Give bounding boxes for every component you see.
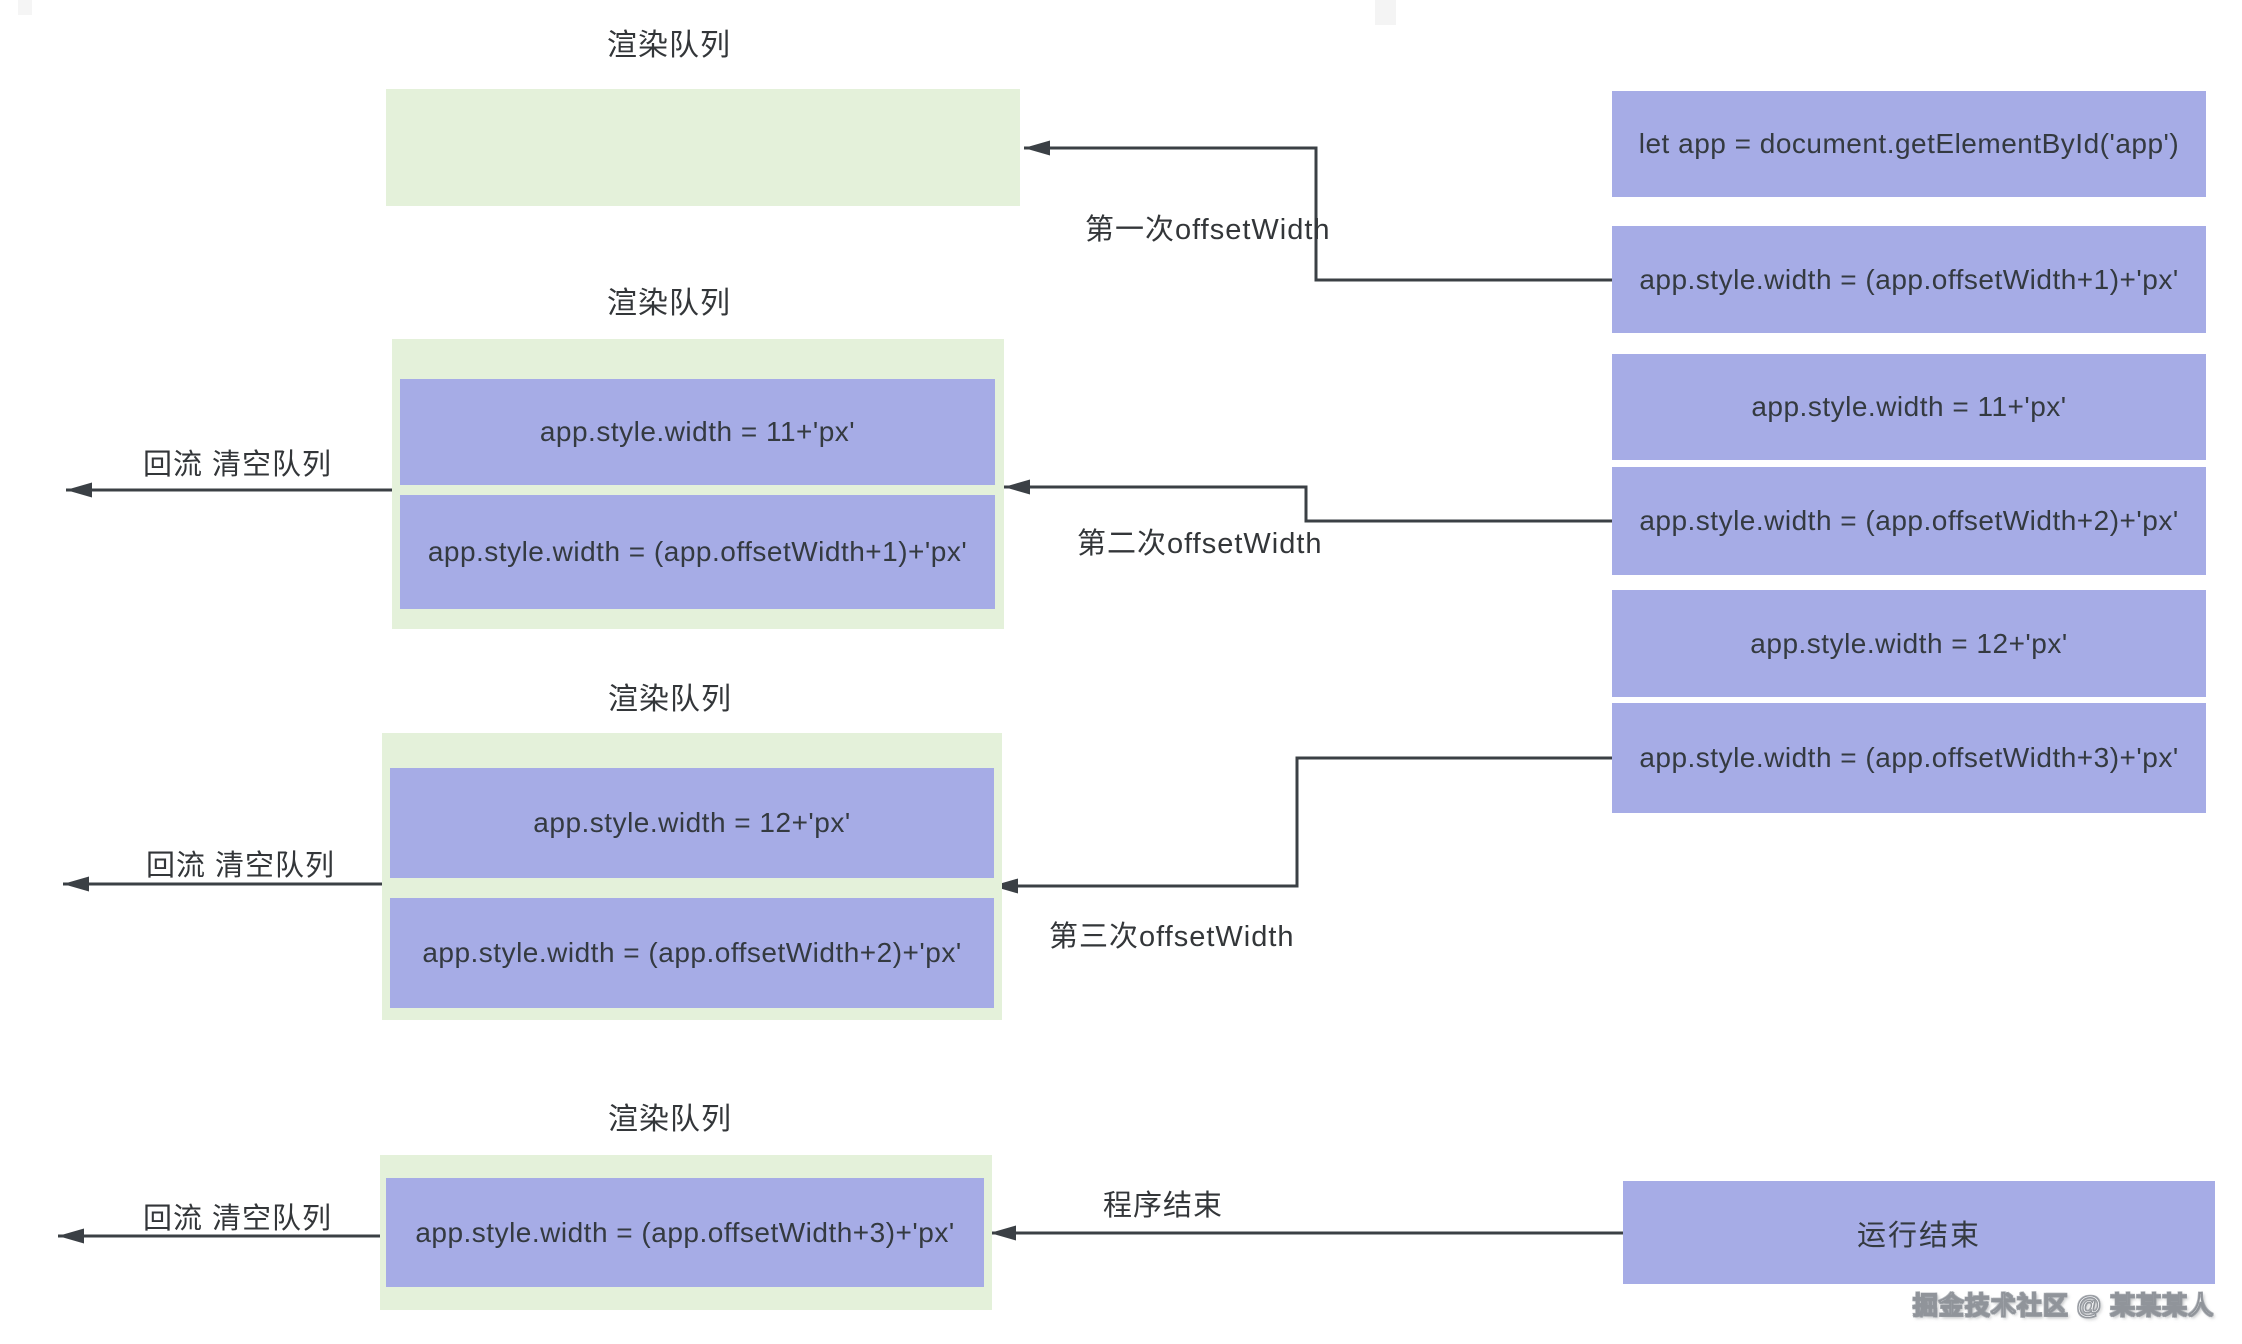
render-queue-box-1 [386, 89, 1020, 206]
render-queue-title-4: 渲染队列 [608, 1103, 732, 1136]
top-edge-artifact [18, 0, 32, 15]
code-box: app.style.width = (app.offsetWidth+3)+'p… [1612, 703, 2206, 813]
reflow-flush-label-1: 回流 清空队列 [143, 449, 333, 481]
render-queue-title-3: 渲染队列 [608, 683, 732, 716]
run-finished-box: 运行结束 [1623, 1181, 2215, 1284]
program-end-label: 程序结束 [1103, 1190, 1224, 1222]
arrow-third-offsetwidth [992, 756, 1612, 894]
arrow-second-offsetwidth [1004, 479, 1612, 523]
queued-task: app.style.width = 11+'px' [400, 379, 995, 485]
second-offsetwidth-label: 第二次offsetWidth [1077, 528, 1323, 560]
first-offsetwidth-label: 第一次offsetWidth [1085, 214, 1331, 246]
render-queue-title-2: 渲染队列 [607, 287, 731, 320]
code-box: app.style.width = 11+'px' [1612, 354, 2206, 460]
reflow-flush-label-3: 回流 清空队列 [143, 1203, 333, 1235]
third-offsetwidth-label: 第三次offsetWidth [1049, 921, 1295, 953]
juejin-watermark: 掘金技术社区 @ 某某某人 [1912, 1292, 2214, 1321]
queued-task: app.style.width = (app.offsetWidth+3)+'p… [386, 1178, 984, 1287]
queued-task: app.style.width = (app.offsetWidth+2)+'p… [390, 898, 994, 1008]
queued-task: app.style.width = (app.offsetWidth+1)+'p… [400, 495, 995, 609]
render-queue-title-1: 渲染队列 [607, 29, 731, 62]
code-box: let app = document.getElementById('app') [1612, 91, 2206, 197]
top-edge-artifact [1375, 0, 1396, 25]
reflow-flush-label-2: 回流 清空队列 [146, 850, 336, 882]
queued-task: app.style.width = 12+'px' [390, 768, 994, 878]
code-box: app.style.width = (app.offsetWidth+2)+'p… [1612, 467, 2206, 575]
code-box: app.style.width = (app.offsetWidth+1)+'p… [1612, 226, 2206, 333]
code-box: app.style.width = 12+'px' [1612, 590, 2206, 697]
